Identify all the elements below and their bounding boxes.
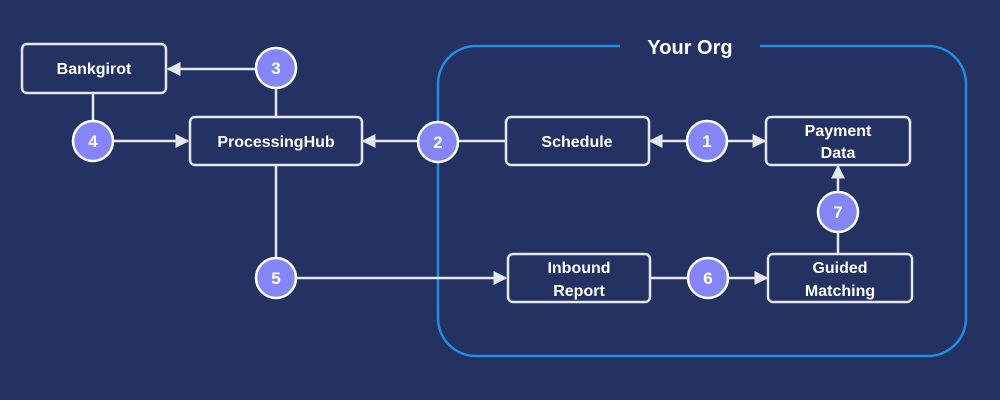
node-guided-matching-label-1: Guided [812,260,867,277]
node-payment-data: Payment Data [764,115,912,167]
step-1-label: 1 [702,132,711,151]
step-6-badge: 6 [686,256,730,300]
org-boundary [436,44,968,358]
org-title: Your Org [647,37,732,59]
connectors [91,62,845,285]
step-7-badge: 7 [816,190,860,234]
node-guided-matching: Guided Matching [766,252,914,304]
step-3-badge: 3 [254,46,298,90]
node-inbound-report-label-1: Inbound [547,260,610,277]
step-5-badge: 5 [254,256,298,300]
step-2-badge: 2 [416,120,460,164]
step-3-label: 3 [271,59,280,78]
step-2-label: 2 [433,133,442,152]
node-processing-hub-label: ProcessingHub [217,134,335,151]
step-5-label: 5 [271,269,280,288]
node-bankgirot: Bankgirot [20,42,168,95]
node-payment-data-label-1: Payment [805,123,872,140]
node-schedule-label: Schedule [541,134,612,151]
step-4-label: 4 [88,132,98,151]
node-processing-hub: ProcessingHub [188,115,364,167]
step-4-badge: 4 [71,119,115,163]
step-1-badge: 1 [685,119,729,163]
node-payment-data-label-2: Data [821,145,856,162]
node-schedule: Schedule [504,115,651,167]
node-inbound-report: Inbound Report [506,252,652,304]
step-6-label: 6 [703,269,712,288]
node-inbound-report-label-2: Report [553,283,605,300]
node-bankgirot-label: Bankgirot [57,61,132,78]
step-7-label: 7 [833,203,842,222]
node-guided-matching-label-2: Matching [805,283,875,300]
org-title-gap [620,36,760,58]
